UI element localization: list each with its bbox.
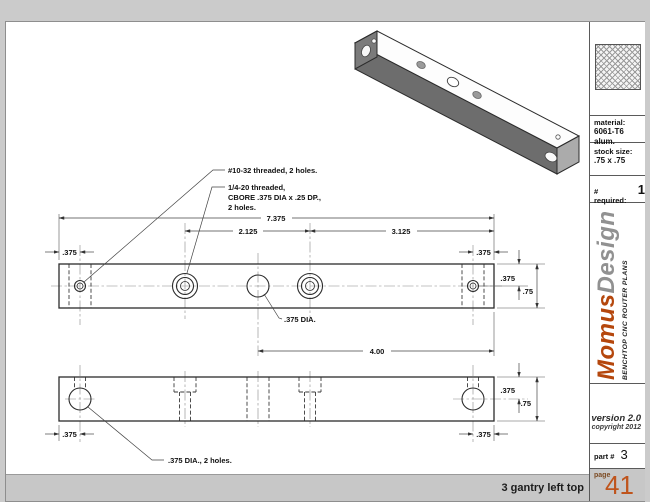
part-title: 3 gantry left top: [501, 482, 584, 494]
dim-bar-height: .75: [523, 287, 533, 296]
part-number-value: 3: [620, 447, 628, 462]
brand-momus: Momus: [593, 293, 620, 381]
brand-design: Design: [593, 210, 620, 294]
callout-10-32: #10-32 threaded, 2 holes.: [228, 166, 317, 175]
brand-logo: MomusDesign BENCHTOP CNC ROUTER PLANS: [593, 203, 645, 384]
material-label: material:: [594, 118, 626, 127]
isometric-view: [353, 30, 581, 175]
version-text: version 2.0: [591, 413, 641, 424]
brand-tagline: BENCHTOP CNC ROUTER PLANS: [622, 260, 629, 380]
callout-quarter20-line1: 1/4-20 threaded,: [228, 183, 285, 192]
brand-logo-section: MomusDesign BENCHTOP CNC ROUTER PLANS: [590, 203, 645, 384]
drawing-area: 7.375 2.125 3.125 .375 .375 .375 .75 4.0…: [6, 22, 589, 474]
required-value: 1: [637, 182, 645, 197]
required-section: # required: 1: [590, 176, 645, 206]
page-label: page: [594, 472, 611, 479]
dim-left-edge-offset: .375: [62, 248, 77, 257]
dim-center-depth: .375: [500, 274, 515, 283]
crosshatch-swatch: [594, 44, 641, 90]
dim-cbore-spacing: 2.125: [239, 227, 258, 236]
material-section: material: 6061-T6 alum.: [590, 116, 645, 146]
dim-right-edge-offset-top: .375: [476, 430, 491, 439]
material-value: 6061-T6 alum.: [594, 127, 624, 147]
dim-overall-width: 7.375: [267, 214, 286, 223]
title-block-sidebar: material: 6061-T6 alum. stock size: .75 …: [589, 22, 645, 501]
required-label: # required:: [594, 187, 627, 206]
dim-left-edge-offset-top: .375: [62, 430, 77, 439]
top-view: .375 .375 .375 .75 .375 DIA., 2 holes.: [45, 363, 545, 465]
part-number-section: part # 3: [590, 444, 645, 469]
technical-drawing-svg: 7.375 2.125 3.125 .375 .375 .375 .75 4.0…: [45, 30, 581, 465]
copyright-text: copyright 2012: [591, 424, 641, 431]
footer-title-bar: 3 gantry left top: [6, 474, 589, 501]
dim-center-depth-top: .375: [500, 386, 515, 395]
callout-quarter20-line2: CBORE .375 DIA x .25 DP.,: [228, 193, 321, 202]
part-number-label: part #: [594, 452, 615, 461]
brand-wordmark: MomusDesign: [593, 203, 621, 380]
callout-center-hole: .375 DIA.: [284, 315, 316, 324]
dim-hole-to-end: 4.00: [370, 347, 385, 356]
page-number: 41: [605, 470, 634, 500]
front-view: 7.375 2.125 3.125 .375 .375 .375 .75 4.0…: [45, 166, 545, 356]
dim-bar-height-top: .75: [521, 399, 531, 408]
dim-right-edge-offset: .375: [476, 248, 491, 257]
dim-cbore-to-end: 3.125: [392, 227, 411, 236]
stock-size-label: stock size:: [594, 147, 633, 156]
callout-quarter20-line3: 2 holes.: [228, 203, 256, 212]
page-number-section: page 41: [590, 469, 645, 501]
material-swatch-section: [590, 22, 645, 116]
stock-size-section: stock size: .75 x .75: [590, 143, 645, 176]
callout-end-holes: .375 DIA., 2 holes.: [168, 456, 232, 465]
version-section: version 2.0 copyright 2012: [590, 384, 645, 444]
drawing-sheet: 7.375 2.125 3.125 .375 .375 .375 .75 4.0…: [5, 21, 645, 502]
stock-size-value: .75 x .75: [594, 156, 626, 166]
